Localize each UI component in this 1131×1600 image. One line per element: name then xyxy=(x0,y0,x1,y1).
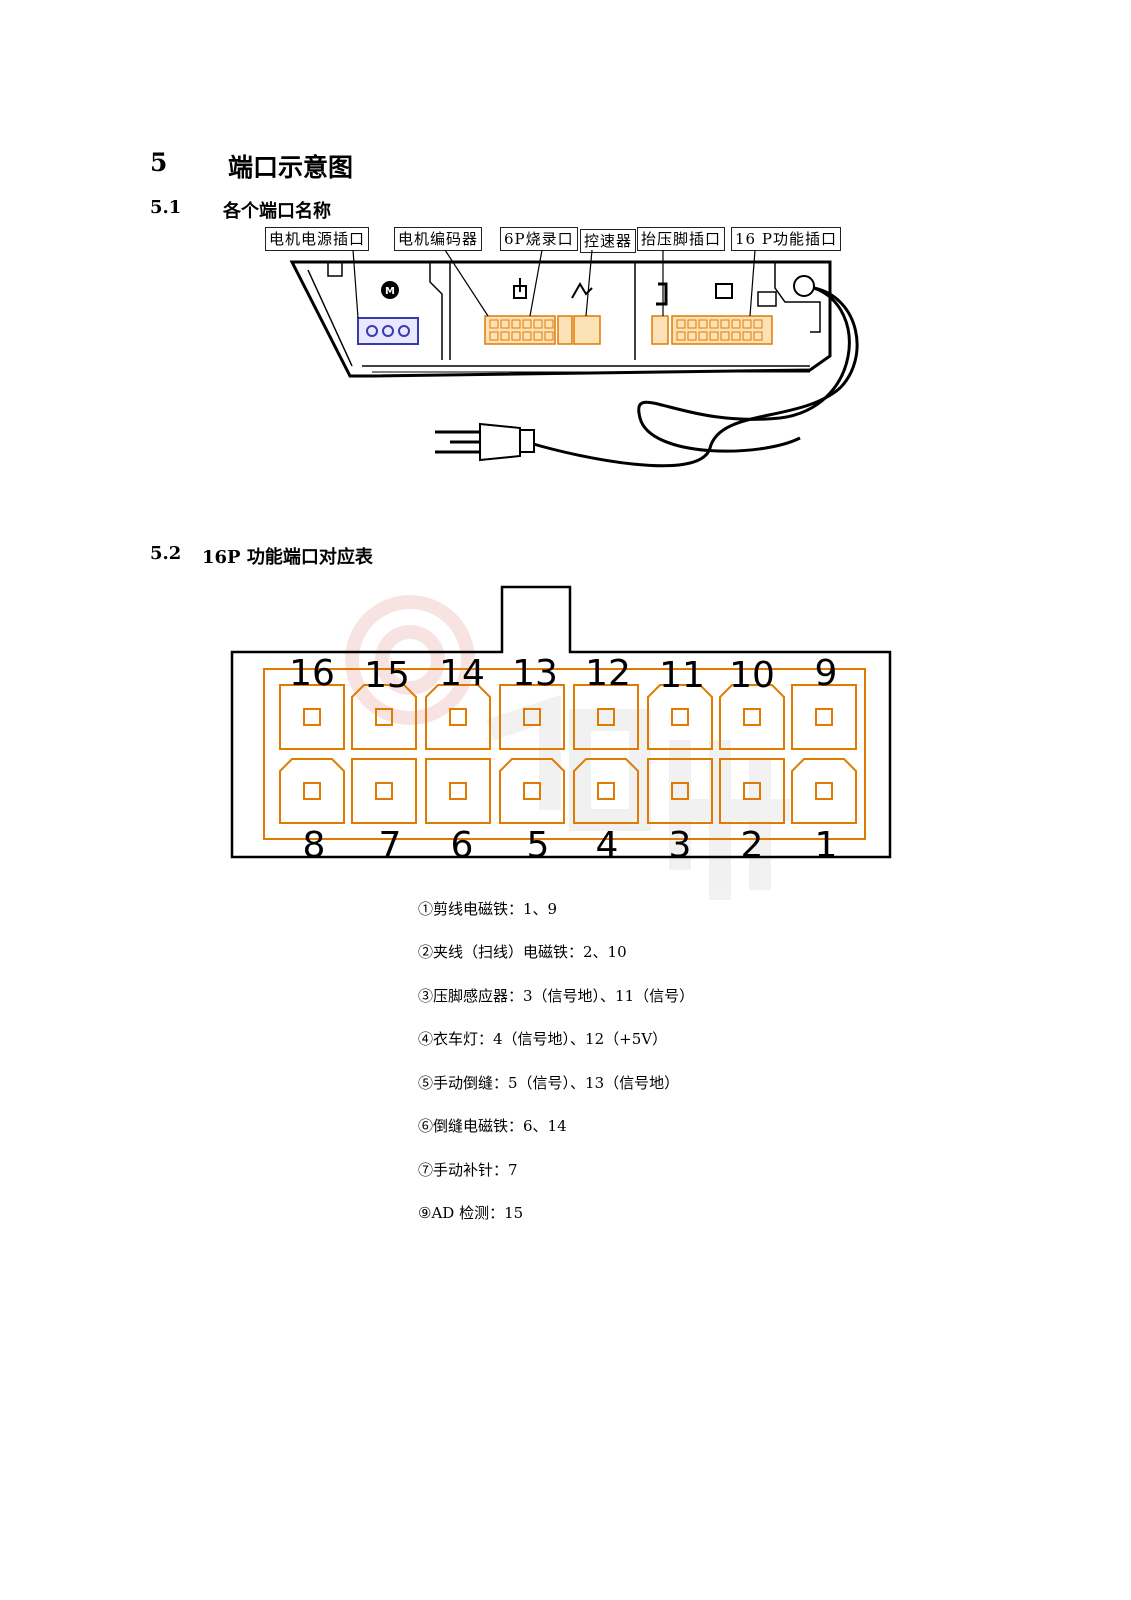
callout-presser-foot: 抬压脚插口 xyxy=(637,227,726,251)
pin-contact-8 xyxy=(303,782,321,800)
pin-cell-14 xyxy=(425,684,491,750)
pin-map-line-4: ④衣车灯：4（信号地）、12（+5V） xyxy=(418,1030,668,1048)
pin-number-4: 4 xyxy=(596,825,619,860)
pin-map-line-1: ①剪线电磁铁：1、9 xyxy=(418,900,558,918)
pin-cell-3 xyxy=(647,758,713,824)
pin-number-5: 5 xyxy=(527,825,550,860)
pin-cell-12 xyxy=(573,684,639,750)
pin-cell-6 xyxy=(425,758,491,824)
pin-contact-13 xyxy=(523,708,541,726)
pin-number-11: 11 xyxy=(659,655,705,696)
pin-number-1: 1 xyxy=(815,825,838,860)
connector-16p-diagram: 16 15 14 13 12 11 10 9 8 7 6 5 4 3 2 1 xyxy=(230,585,892,860)
pin-cell-15 xyxy=(351,684,417,750)
pin-number-6: 6 xyxy=(451,825,474,860)
callout-6p-burn: 6P烧录口 xyxy=(500,227,578,251)
pin-number-13: 13 xyxy=(512,653,558,694)
pin-number-10: 10 xyxy=(729,655,775,696)
pin-cell-8 xyxy=(279,758,345,824)
pin-map-line-8: ⑨AD 检测：15 xyxy=(418,1204,524,1222)
section-title: 端口示意图 xyxy=(228,153,354,182)
subsection-1-title: 各个端口名称 xyxy=(223,201,331,222)
watermark-logo xyxy=(345,595,790,900)
callout-16p-function: 16 P功能插口 xyxy=(731,227,841,251)
section-number: 5 xyxy=(150,148,168,177)
pin-contact-1 xyxy=(815,782,833,800)
pin-number-2: 2 xyxy=(741,825,764,860)
pin-contact-3 xyxy=(671,782,689,800)
pin-contact-10 xyxy=(743,708,761,726)
pin-cell-4 xyxy=(573,758,639,824)
svg-text:M: M xyxy=(385,286,395,297)
pin-cell-16 xyxy=(279,684,345,750)
pin-contact-9 xyxy=(815,708,833,726)
pin-contact-5 xyxy=(523,782,541,800)
pin-cell-9 xyxy=(791,684,857,750)
pin-cell-10 xyxy=(719,684,785,750)
pin-cell-11 xyxy=(647,684,713,750)
pin-contact-12 xyxy=(597,708,615,726)
subsection-2-title: 16P 功能端口对应表 xyxy=(202,547,373,568)
pin-contact-2 xyxy=(743,782,761,800)
callout-motor-power: 电机电源插口 xyxy=(265,227,370,251)
pin-map-line-6: ⑥倒缝电磁铁：6、14 xyxy=(418,1117,567,1135)
pin-cell-7 xyxy=(351,758,417,824)
pin-contact-14 xyxy=(449,708,467,726)
pin-map-line-5: ⑤手动倒缝：5（信号）、13（信号地） xyxy=(418,1074,680,1092)
callout-motor-encoder: 电机编码器 xyxy=(394,227,483,251)
pin-number-15: 15 xyxy=(364,655,410,696)
control-box-diagram: M xyxy=(289,249,859,468)
pin-cell-13 xyxy=(499,684,565,750)
pin-cell-2 xyxy=(719,758,785,824)
pin-number-7: 7 xyxy=(379,825,402,860)
pin-number-14: 14 xyxy=(439,653,485,694)
pin-map-line-7: ⑦手动补针：7 xyxy=(418,1161,518,1179)
pin-contact-4 xyxy=(597,782,615,800)
pin-contact-11 xyxy=(671,708,689,726)
pin-number-12: 12 xyxy=(585,653,631,694)
pin-number-9: 9 xyxy=(815,653,838,694)
pin-cell-5 xyxy=(499,758,565,824)
pin-number-3: 3 xyxy=(669,825,692,860)
subsection-2-number: 5.2 xyxy=(150,543,182,564)
pin-contact-15 xyxy=(375,708,393,726)
pin-number-8: 8 xyxy=(303,825,326,860)
pin-contact-16 xyxy=(303,708,321,726)
callout-speed-controller: 控速器 xyxy=(580,229,637,253)
pin-map-line-3: ③压脚感应器：3（信号地）、11（信号） xyxy=(418,987,695,1005)
pin-contact-7 xyxy=(375,782,393,800)
pin-contact-6 xyxy=(449,782,467,800)
pin-cell-1 xyxy=(791,758,857,824)
pin-map-line-2: ②夹线（扫线）电磁铁：2、10 xyxy=(418,943,627,961)
pin-number-16: 16 xyxy=(289,653,335,694)
subsection-1-number: 5.1 xyxy=(150,197,182,218)
